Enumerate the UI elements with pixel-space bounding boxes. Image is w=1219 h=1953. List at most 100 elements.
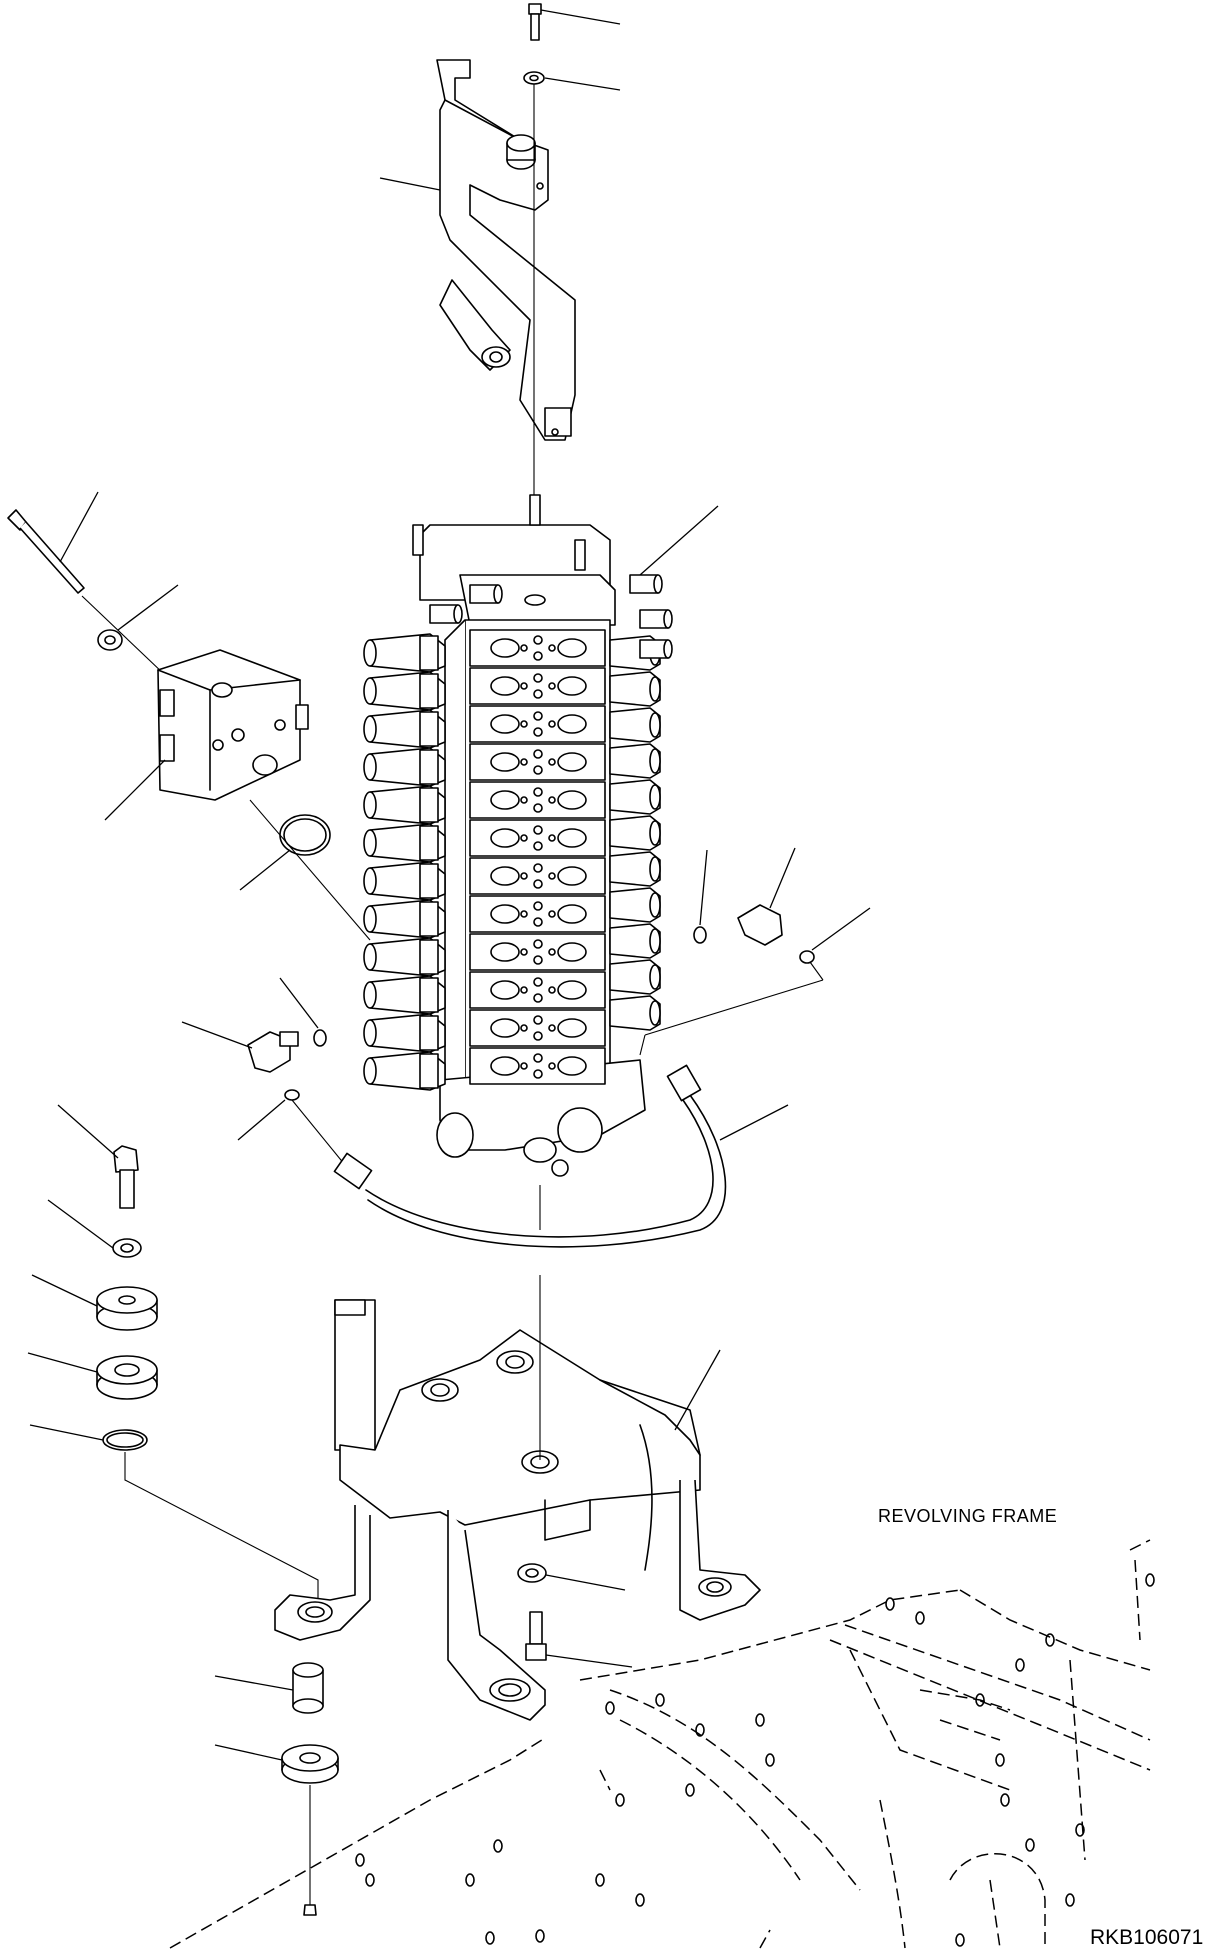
washer-left: [97, 629, 123, 651]
leader-line: [59, 491, 99, 563]
mount-pin: [303, 1904, 317, 1916]
spool-cap-right: [609, 959, 661, 995]
leader-line: [29, 1424, 104, 1441]
leader-line: [769, 847, 796, 909]
lower-washer: [281, 1744, 339, 1784]
valve-section: [469, 819, 606, 857]
frame-hole: [885, 1597, 895, 1611]
main-control-valve: [363, 494, 692, 1177]
long-bolt: [7, 509, 85, 594]
pilot-port: [639, 609, 673, 629]
leader-line: [57, 1104, 119, 1159]
leader-line: [31, 1274, 98, 1307]
spool-cap-right: [609, 923, 661, 959]
pilot-port: [469, 584, 503, 604]
leader-line: [47, 1199, 114, 1249]
frame-hole: [655, 1693, 665, 1707]
center-line: [81, 595, 166, 676]
elbow-fitting-left: [247, 1029, 327, 1101]
frame-hole: [485, 1931, 495, 1945]
spool-cap-left: [363, 975, 446, 1015]
frame-hole: [915, 1611, 925, 1625]
drawing-number: RKB106071: [1090, 1926, 1204, 1949]
leader-line: [674, 1349, 721, 1431]
frame-hole: [1075, 1823, 1085, 1837]
valve-section: [469, 705, 606, 743]
frame-hole: [615, 1793, 625, 1807]
leader-line: [117, 584, 179, 631]
valve-bracket: [436, 59, 576, 441]
center-line: [124, 1452, 319, 1610]
bracket-washer: [517, 1563, 547, 1583]
spool-cap-left: [363, 899, 446, 939]
pilot-port: [629, 574, 663, 594]
spool-cap-right: [609, 851, 661, 887]
frame-hole: [365, 1873, 375, 1887]
frame-hole: [755, 1713, 765, 1727]
frame-hole: [1025, 1838, 1035, 1852]
spool-cap-left: [363, 937, 446, 977]
center-line: [291, 1099, 346, 1166]
frame-hole: [995, 1753, 1005, 1767]
center-line: [249, 799, 371, 941]
spool-cap-right: [609, 887, 661, 923]
leader-line: [379, 177, 441, 191]
center-line: [644, 979, 824, 1036]
frame-hole: [1145, 1573, 1155, 1587]
leader-line: [104, 759, 166, 821]
leader-line: [544, 77, 621, 91]
valve-section: [469, 743, 606, 781]
center-line: [639, 1034, 646, 1056]
relief-valve-block: [157, 649, 309, 801]
leader-line: [27, 1352, 98, 1373]
leader-line: [214, 1675, 294, 1691]
top-washer: [523, 71, 545, 85]
top-bolt: [528, 3, 542, 41]
elbow-fitting-right: [693, 904, 815, 964]
leader-line: [181, 1021, 253, 1049]
frame-hole: [493, 1839, 503, 1853]
valve-section: [469, 1047, 606, 1085]
frame-hole: [605, 1701, 615, 1715]
frame-hole: [765, 1753, 775, 1767]
spool-cap-right: [609, 743, 661, 779]
spool-cap-right: [609, 707, 661, 743]
frame-hole: [465, 1873, 475, 1887]
revolving-frame-label: REVOLVING FRAME: [878, 1506, 1058, 1526]
revolving-frame: [169, 1539, 1155, 1949]
spool-cap-left: [363, 861, 446, 901]
frame-hole: [1000, 1793, 1010, 1807]
mount-cushion-top: [96, 1286, 158, 1331]
spool-cap-left: [363, 747, 446, 787]
valve-support-bracket: [274, 1299, 761, 1721]
frame-hole: [1045, 1633, 1055, 1647]
spool-cap-left: [363, 823, 446, 863]
frame-hole: [685, 1783, 695, 1797]
mount-bolt: [113, 1145, 139, 1209]
frame-hole: [955, 1933, 965, 1947]
leader-line: [239, 849, 291, 891]
leader-line: [214, 1744, 283, 1761]
mount-cushion-bottom: [96, 1355, 158, 1400]
leader-line: [699, 849, 708, 926]
spool-cap-right: [609, 779, 661, 815]
leader-line: [719, 1104, 789, 1141]
pilot-port: [429, 604, 463, 624]
leader-line: [237, 1099, 286, 1141]
frame-hole: [695, 1723, 705, 1737]
spool-cap-right: [609, 815, 661, 851]
leader-line: [545, 1574, 626, 1591]
mount-snap-ring: [102, 1429, 148, 1451]
frame-hole: [635, 1893, 645, 1907]
leader-line: [639, 505, 719, 576]
spool-cap-left: [363, 785, 446, 825]
spool-cap-left: [363, 633, 446, 673]
valve-section: [469, 895, 606, 933]
collar: [292, 1662, 324, 1714]
leader-line: [811, 907, 871, 951]
hydraulic-hose: [333, 1064, 727, 1248]
frame-hole: [1015, 1658, 1025, 1672]
spool-cap-left: [363, 671, 446, 711]
valve-section: [469, 971, 606, 1009]
